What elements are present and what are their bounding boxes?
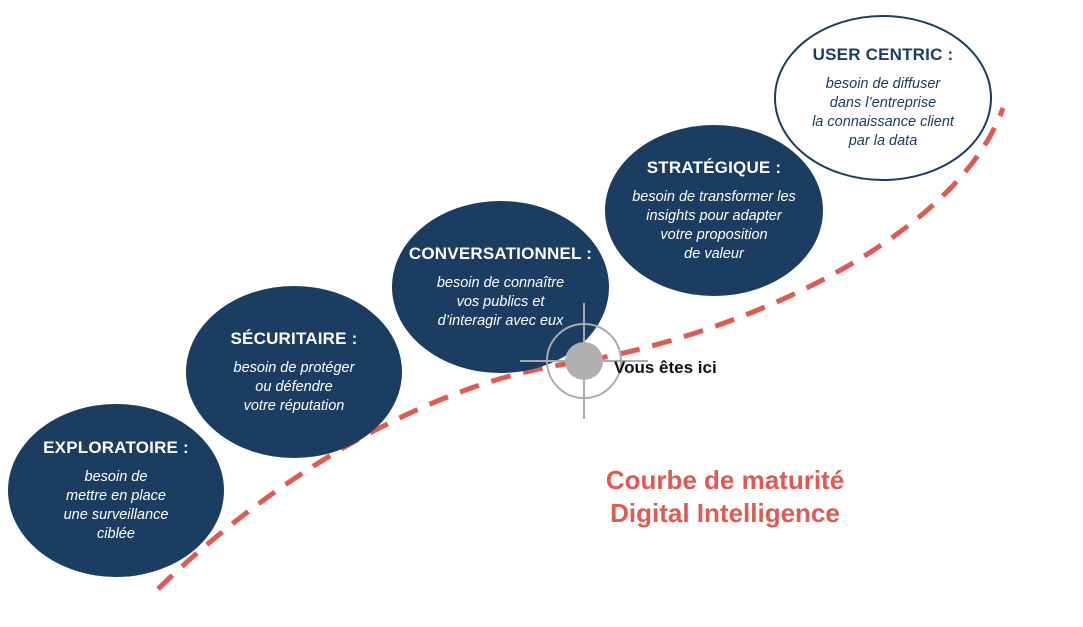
stage-bubble-user-centric: USER CENTRIC : besoin de diffuser dans l… — [774, 15, 992, 181]
diagram-caption: Courbe de maturité Digital Intelligence — [560, 464, 890, 530]
stage-title: EXPLORATOIRE : — [43, 437, 189, 457]
stage-title: CONVERSATIONNEL : — [408, 243, 593, 263]
position-marker-dot — [565, 342, 603, 380]
stage-description: besoin de transformer les insights pour … — [632, 188, 796, 262]
stage-bubble-securitaire: SÉCURITAIRE : besoin de protéger ou défe… — [186, 286, 402, 458]
you-are-here-label: Vous êtes ici — [614, 358, 717, 377]
caption-line-1: Courbe de maturité — [605, 465, 845, 495]
stage-description: besoin de protéger ou défendre votre rép… — [233, 359, 355, 414]
stage-bubble-strategique: STRATÉGIQUE : besoin de transformer les … — [605, 125, 823, 296]
stage-description: besoin de diffuser dans l’entreprise la … — [812, 76, 954, 149]
stage-description: besoin de mettre en place une surveillan… — [63, 468, 169, 542]
maturity-curve — [156, 107, 1006, 591]
caption-line-2: Digital Intelligence — [610, 498, 840, 528]
stage-bubble-conversationnel: CONVERSATIONNEL : besoin de connaître vo… — [392, 201, 609, 373]
stage-bubble-exploratoire: EXPLORATOIRE : besoin de mettre en place… — [8, 404, 224, 577]
stage-description: besoin de connaître vos publics et d’int… — [436, 274, 565, 329]
stage-title: STRATÉGIQUE : — [646, 157, 782, 177]
stage-title: SÉCURITAIRE : — [230, 328, 358, 348]
stage-title: USER CENTRIC : — [812, 45, 954, 64]
